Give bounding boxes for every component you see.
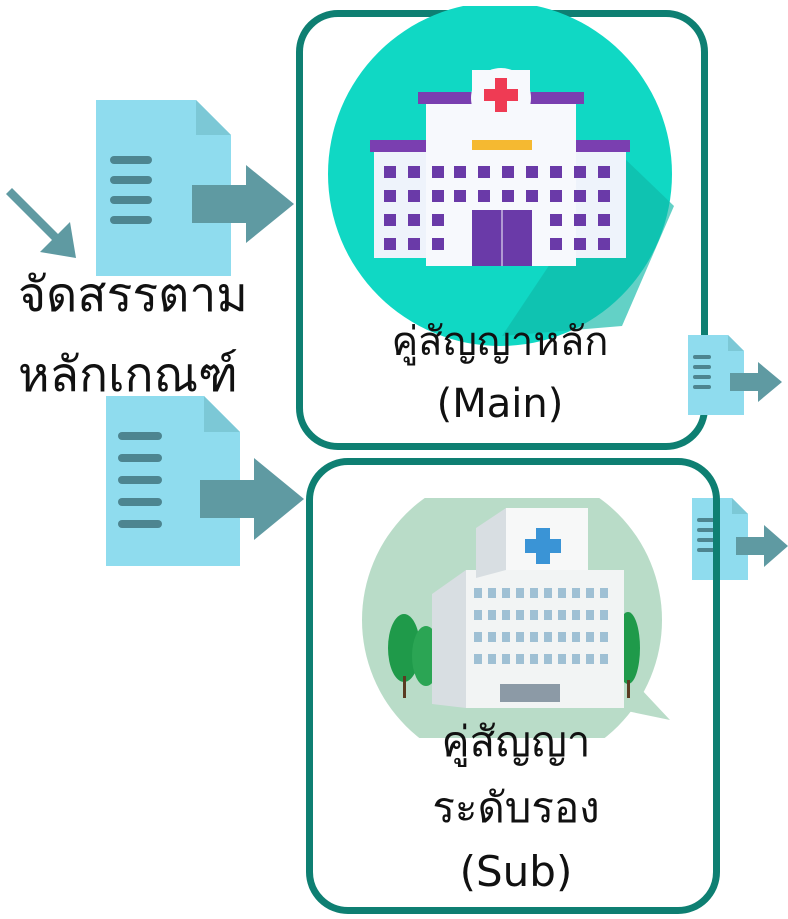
- main-contractor-title: คู่สัญญาหลัก: [391, 319, 609, 365]
- hospital-main-icon: [328, 6, 674, 346]
- main-contractor-subtitle: (Main): [436, 381, 564, 427]
- allocation-label-line1: จัดสรรตาม: [18, 267, 248, 323]
- document-icon: [106, 396, 240, 566]
- hospital-sub-icon: [362, 498, 670, 738]
- document-icon: [692, 498, 748, 580]
- arrow-right-icon: [200, 458, 304, 540]
- document-icon: [688, 335, 744, 415]
- sub-contractor-title-line2: ระดับรอง: [432, 783, 600, 832]
- sub-contractor-title-line1: คู่สัญญา: [441, 717, 591, 766]
- document-icon: [96, 100, 231, 276]
- arrow-right-icon: [730, 362, 782, 402]
- arrow-right-icon: [736, 525, 788, 567]
- diagonal-arrow-icon: [0, 188, 76, 258]
- arrow-right-icon: [192, 165, 294, 243]
- sub-contractor-box: [306, 458, 720, 914]
- sub-contractor-subtitle: (Sub): [459, 847, 573, 896]
- allocation-label-line2: หลักเกณฑ์: [18, 347, 238, 403]
